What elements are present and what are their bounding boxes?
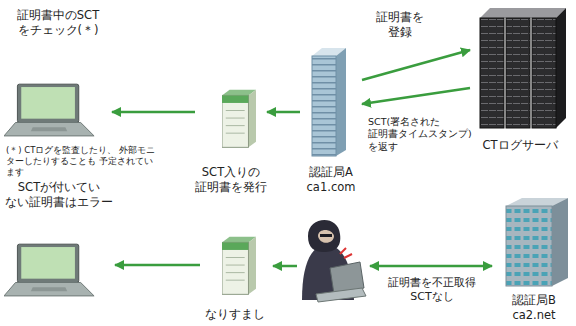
certificate-authority: 認証局Aca1.com [300,45,362,195]
certificate-icon [222,90,256,148]
attacker-figure-part [344,254,352,258]
ct-log-server-part [556,8,566,128]
building-a [312,48,346,156]
attacker-figure-part [320,234,332,237]
flow-arrow [362,50,470,80]
ct-log-server-part [506,18,530,128]
node-sublabel: ca1.com [300,180,362,195]
building-b [506,198,568,286]
ct-log-server [480,8,566,128]
fake-certificate: なりすまし [200,232,270,322]
building-b-part [552,198,568,286]
exchange-arrow [370,265,492,268]
ct-log-server-part [480,18,504,128]
node-label: SCT入りの 証明書を発行 [195,165,267,195]
building-a-part [336,48,346,156]
arrow-note: 証明書を不正取得 SCTなし [370,276,494,305]
building-a-part [312,56,336,156]
node-label: 認証局B [495,293,573,308]
issue-arrow [273,265,297,268]
edge-label: 証明書を 登録 [368,10,432,40]
laptop-icon [4,84,94,136]
client-laptop: 証明書中のSCT をチェック(＊) [4,8,112,143]
node-label: SCTが付いてい ない証明書はエラー [3,180,115,210]
flow-arrow [115,264,200,267]
laptop-icon [4,244,94,296]
flow-arrow [112,111,195,114]
fake-certificate-icon [222,237,256,295]
flow-arrow [267,111,300,114]
node-label: なりすまし [200,307,270,322]
attacker-figure [302,220,366,302]
edge-label: SCT(署名された 証明書タイムスタンプ) を返す [368,116,478,153]
ct-log-server-part [480,8,566,18]
attacker-figure-part [308,220,340,252]
building-b-part [506,206,552,286]
certificate-box: SCT入りの 証明書を発行 [195,85,267,195]
flow-arrow [362,88,470,104]
attacker-figure-part [340,248,346,254]
attacker-figure-part [316,288,366,302]
node-label: 認証局A [300,165,362,180]
node-label: 証明書中のSCT をチェック(＊) [4,8,112,38]
certificate-authority: 認証局Bca2.net [495,195,573,323]
client-laptop: SCTが付いてい ない証明書はエラー [3,180,115,308]
footnote: (＊) CTログを監査したり、 外部モニターしたりすることも 予定されています [6,145,156,178]
node-sublabel: ca2.net [495,308,573,323]
node-label: CTログサーバ [470,138,570,153]
ct-log-server: CTログサーバ [470,3,570,153]
ct-log-server-part [532,18,556,128]
attacker-figure-part [318,230,334,243]
